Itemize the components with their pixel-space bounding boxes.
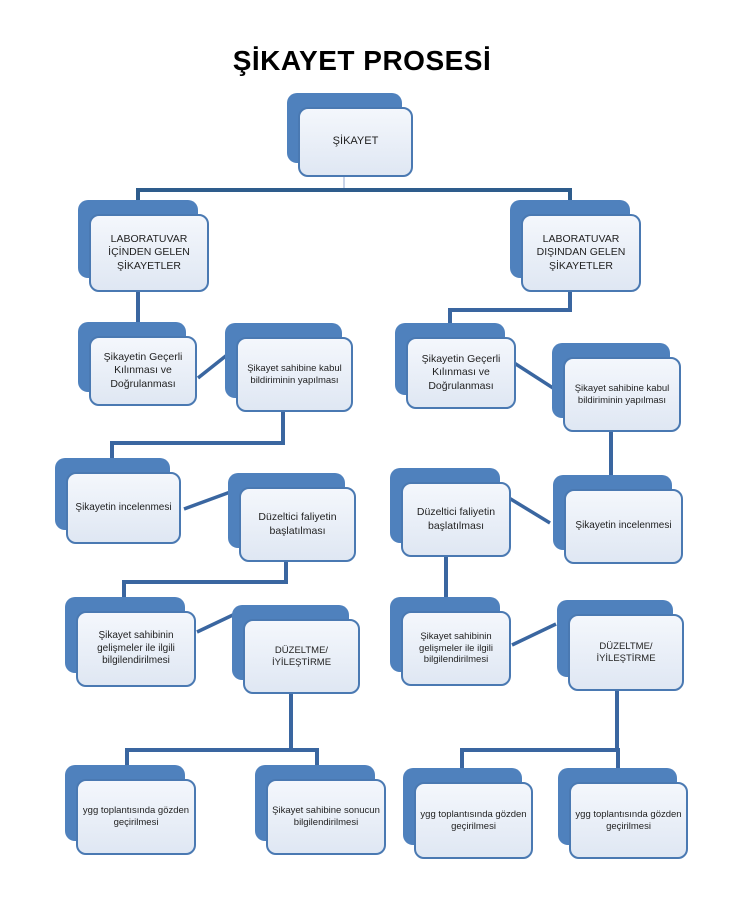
node-box: Şikayet sahibinin gelişmeler ile ilgili …: [401, 611, 511, 686]
connector-right-l4-side: [508, 496, 551, 525]
node-box: Şikayet sahibine kabul bildiriminin yapı…: [236, 337, 353, 412]
node-box: Şikayet sahibine kabul bildiriminin yapı…: [563, 357, 681, 432]
flow-node-ygg-gozden-gecirme-sag-2: ygg toplantısında gözden geçirilmesi: [558, 768, 688, 859]
flow-node-duzeltme-iyilestirme-sag: DÜZELTME/İYİLEŞTİRME: [557, 600, 684, 691]
flow-node-kabul-bildirimi-sag: Şikayet sahibine kabul bildiriminin yapı…: [552, 343, 681, 432]
node-label: Şikayet sahibinin gelişmeler ile ilgili …: [419, 630, 493, 666]
node-label: ygg toplantısında gözden geçirilmesi: [575, 808, 682, 832]
flow-node-duzeltme-iyilestirme-sol: DÜZELTME/İYİLEŞTİRME: [232, 605, 360, 694]
connector-left-l5-side: [196, 612, 236, 634]
flow-node-sonuc-bilgilendirme-sol: Şikayet sahibine sonucun bilgilendirilme…: [255, 765, 386, 855]
node-box: Şikayet sahibinin gelişmeler ile ilgili …: [76, 611, 196, 687]
node-box: ygg toplantısında gözden geçirilmesi: [76, 779, 196, 855]
connector-left-l4-side: [183, 489, 234, 511]
flow-node-gecerli-kilinmasi-sol: Şikayetin Geçerli Kılınması ve Doğrulanm…: [78, 322, 197, 406]
flow-node-gelismeler-bilgilendirme-sag: Şikayet sahibinin gelişmeler ile ilgili …: [390, 597, 511, 686]
node-box: LABORATUVAR İÇİNDEN GELEN ŞİKAYETLER: [89, 214, 209, 292]
flow-node-ygg-gozden-gecirme-sag-1: ygg toplantısında gözden geçirilmesi: [403, 768, 533, 859]
flow-node-kabul-bildirimi-sol: Şikayet sahibine kabul bildiriminin yapı…: [225, 323, 353, 412]
node-label: ygg toplantısında gözden geçirilmesi: [420, 808, 527, 832]
flow-node-sikayetin-incelenmesi-sol: Şikayetin incelenmesi: [55, 458, 181, 544]
node-box: ygg toplantısında gözden geçirilmesi: [569, 782, 688, 859]
node-label: ŞİKAYET: [332, 135, 379, 148]
flow-node-ygg-gozden-gecirme-sol: ygg toplantısında gözden geçirilmesi: [65, 765, 196, 855]
node-label: Şikayet sahibine sonucun bilgilendirilme…: [272, 805, 380, 828]
flow-node-duzeltici-faliyet-sag: Düzeltici faliyetin başlatılması: [390, 468, 511, 557]
flow-node-sikayet: ŞİKAYET: [287, 93, 413, 177]
connector-left-l3-side: [196, 353, 229, 380]
node-label: Şikayetin Geçerli Kılınması ve Doğrulanm…: [421, 353, 501, 392]
flow-node-sikayetin-incelenmesi-sag: Şikayetin incelenmesi: [553, 475, 683, 564]
page-title: ŞİKAYET PROSESİ: [232, 44, 492, 76]
flow-node-gecerli-kilinmasi-sag: Şikayetin Geçerli Kılınması ve Doğrulanm…: [395, 323, 516, 409]
node-label: DÜZELTME/İYİLEŞTİRME: [596, 640, 656, 664]
flow-node-gelismeler-bilgilendirme-sol: Şikayet sahibinin gelişmeler ile ilgili …: [65, 597, 196, 687]
node-box: Şikayetin Geçerli Kılınması ve Doğrulanm…: [406, 337, 516, 409]
node-box: LABORATUVAR DIŞINDAN GELEN ŞİKAYETLER: [521, 214, 641, 292]
node-label: ygg toplantısında gözden geçirilmesi: [82, 805, 190, 828]
node-box: ŞİKAYET: [298, 107, 413, 177]
flow-node-lab-disindan: LABORATUVAR DIŞINDAN GELEN ŞİKAYETLER: [510, 200, 641, 292]
node-box: Düzeltici faliyetin başlatılması: [401, 482, 511, 557]
node-label: Şikayet sahibine kabul bildiriminin yapı…: [247, 362, 342, 386]
node-box: ygg toplantısında gözden geçirilmesi: [414, 782, 533, 859]
node-label: DÜZELTME/İYİLEŞTİRME: [271, 644, 332, 668]
node-box: DÜZELTME/İYİLEŞTİRME: [568, 614, 684, 691]
node-box: Şikayetin incelenmesi: [564, 489, 683, 564]
node-label: Şikayet sahibinin gelişmeler ile ilgili …: [97, 630, 175, 667]
connector-right-l5-side: [511, 622, 557, 647]
node-box: Şikayetin Geçerli Kılınması ve Doğrulanm…: [89, 336, 197, 406]
node-label: LABORATUVAR İÇİNDEN GELEN ŞİKAYETLER: [108, 233, 190, 272]
node-label: Şikayetin incelenmesi: [75, 501, 172, 513]
node-box: DÜZELTME/İYİLEŞTİRME: [243, 619, 360, 694]
node-box: Şikayet sahibine sonucun bilgilendirilme…: [266, 779, 386, 855]
flow-node-lab-icinden: LABORATUVAR İÇİNDEN GELEN ŞİKAYETLER: [78, 200, 209, 292]
node-label: Şikayetin Geçerli Kılınması ve Doğrulanm…: [103, 351, 183, 390]
node-label: Şikayetin incelenmesi: [575, 520, 672, 532]
node-label: Şikayet sahibine kabul bildiriminin yapı…: [574, 382, 670, 406]
flow-node-duzeltici-faliyet-sol: Düzeltici faliyetin başlatılması: [228, 473, 356, 562]
node-label: LABORATUVAR DIŞINDAN GELEN ŞİKAYETLER: [536, 233, 626, 272]
node-label: Düzeltici faliyetin başlatılması: [258, 511, 337, 537]
node-box: Düzeltici faliyetin başlatılması: [239, 487, 356, 562]
node-label: Düzeltici faliyetin başlatılması: [416, 506, 496, 532]
node-box: Şikayetin incelenmesi: [66, 472, 181, 544]
